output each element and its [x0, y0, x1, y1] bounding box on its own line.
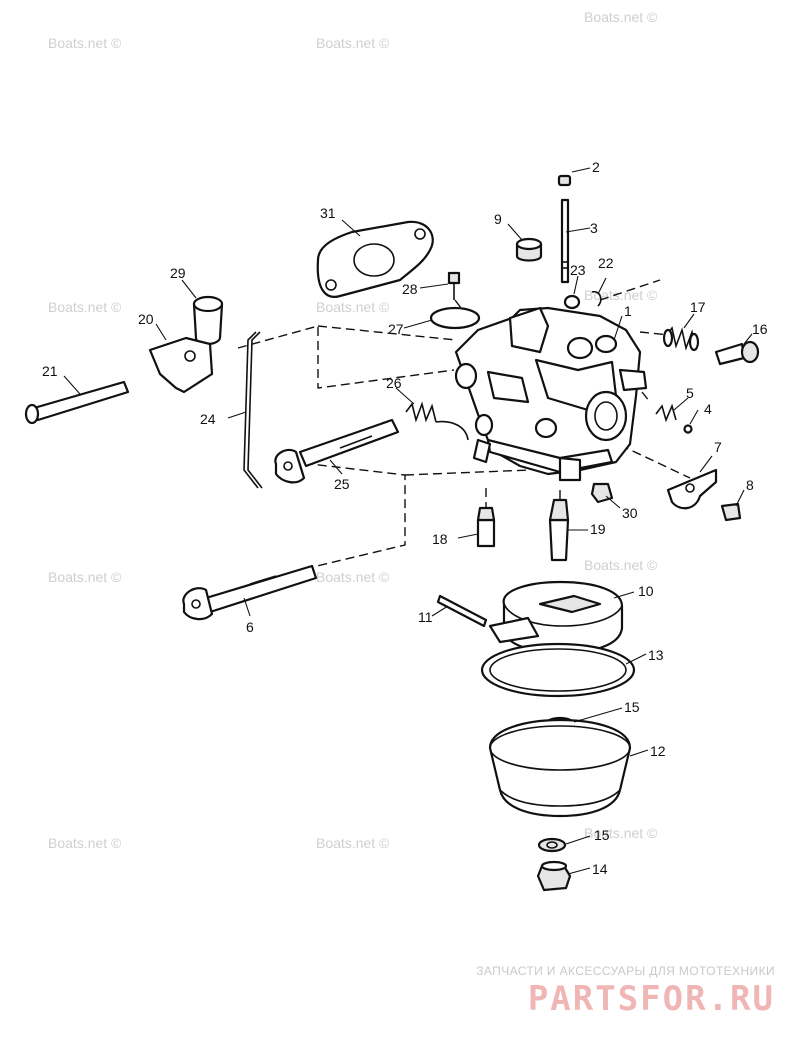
part-label-7: 7: [714, 439, 722, 455]
watermark: Boats.net ©: [584, 825, 658, 841]
watermark: Boats.net ©: [48, 299, 122, 315]
watermark: Boats.net ©: [584, 287, 658, 303]
watermark: Boats.net ©: [48, 569, 122, 585]
spring-part: [662, 326, 700, 352]
part-label-30: 30: [622, 505, 638, 521]
part-label-21: 21: [42, 363, 58, 379]
choke-shaft-lower-part: [182, 564, 318, 621]
alignment-lines: [237, 279, 691, 571]
gasket-part: [316, 220, 434, 298]
carburetor-body-part: [454, 306, 648, 482]
choke-shaft-part: [24, 380, 130, 425]
float-part: [488, 580, 624, 654]
watermark: Boats.net ©: [48, 35, 122, 51]
throttle-valve-screw-part: [447, 271, 461, 300]
part-label-18: 18: [432, 531, 448, 547]
part-label-13: 13: [648, 647, 664, 663]
watermark: Boats.net ©: [316, 569, 390, 585]
watermark: Boats.net ©: [584, 9, 658, 25]
part-label-4: 4: [704, 401, 712, 417]
part-label-1: 1: [624, 303, 632, 319]
detent-spring-part: [655, 403, 677, 423]
watermark: Boats.net ©: [316, 835, 390, 851]
part-label-10: 10: [638, 583, 654, 599]
throttle-spring-part: [405, 401, 469, 441]
idle-screw-part: [714, 340, 760, 366]
part-label-24: 24: [200, 411, 216, 427]
part-label-20: 20: [138, 311, 154, 327]
drain-screw-part: [590, 482, 614, 504]
clip-part: [591, 290, 602, 307]
throttle-valve-part: [429, 306, 481, 330]
part-label-28: 28: [402, 281, 418, 297]
leader-lines: [63, 167, 753, 875]
link-rod-part: [243, 331, 263, 489]
detent-ball-part: [683, 424, 693, 434]
part-label-25: 25: [334, 476, 350, 492]
part-label-3: 3: [590, 220, 598, 236]
part-label-12: 12: [650, 743, 666, 759]
float-bowl-part: [488, 718, 632, 818]
bowl-nut-part: [536, 860, 572, 892]
part-label-27: 27: [388, 321, 404, 337]
part-label-31: 31: [320, 205, 336, 221]
part-label-8: 8: [746, 477, 754, 493]
choke-bracket-part: [148, 336, 214, 394]
watermark: Boats.net ©: [316, 299, 390, 315]
part-label-15-bottom: 15: [594, 827, 610, 843]
part-number-labels: 1 2 3 4 5 6 7 8 9 10 11 12 13 14 15 15 1…: [42, 159, 768, 877]
lever-screw-part: [720, 502, 742, 522]
part-label-6: 6: [246, 619, 254, 635]
brand-logo[interactable]: PARTSFOR.RU: [528, 979, 775, 1019]
part-label-15-top: 15: [624, 699, 640, 715]
part-label-22: 22: [598, 255, 614, 271]
part-label-16: 16: [752, 321, 768, 337]
choke-knob-part: [192, 295, 224, 346]
part-label-17: 17: [690, 299, 706, 315]
rod-part: [560, 198, 570, 284]
screw-cap-part: [557, 174, 572, 187]
float-pin-part: [436, 594, 488, 628]
lever-part: [666, 468, 718, 510]
watermarks: Boats.net © Boats.net © Boats.net © Boat…: [48, 9, 658, 851]
watermark: Boats.net ©: [584, 557, 658, 573]
part-label-14: 14: [592, 861, 608, 877]
part-label-5: 5: [686, 385, 694, 401]
part-label-29: 29: [170, 265, 186, 281]
brand-footer: ЗАПЧАСТИ И АКСЕССУАРЫ ДЛЯ МОТОТЕХНИКИ PA…: [476, 964, 775, 1019]
throttle-shaft-part: [274, 418, 400, 484]
o-ring-part: [480, 642, 636, 698]
plug-part: [515, 237, 543, 262]
emulsion-tube-part: [548, 498, 570, 562]
part-label-2: 2: [592, 159, 600, 175]
part-label-9: 9: [494, 211, 502, 227]
brand-tagline: ЗАПЧАСТИ И АКСЕССУАРЫ ДЛЯ МОТОТЕХНИКИ: [476, 964, 775, 978]
main-jet-part: [476, 506, 496, 548]
part-label-11: 11: [418, 609, 433, 625]
part-label-19: 19: [590, 521, 606, 537]
washer-part: [537, 837, 567, 853]
washer-part: [563, 294, 581, 310]
part-label-26: 26: [386, 375, 402, 391]
watermark: Boats.net ©: [316, 35, 390, 51]
part-label-23: 23: [570, 262, 586, 278]
watermark: Boats.net ©: [48, 835, 122, 851]
